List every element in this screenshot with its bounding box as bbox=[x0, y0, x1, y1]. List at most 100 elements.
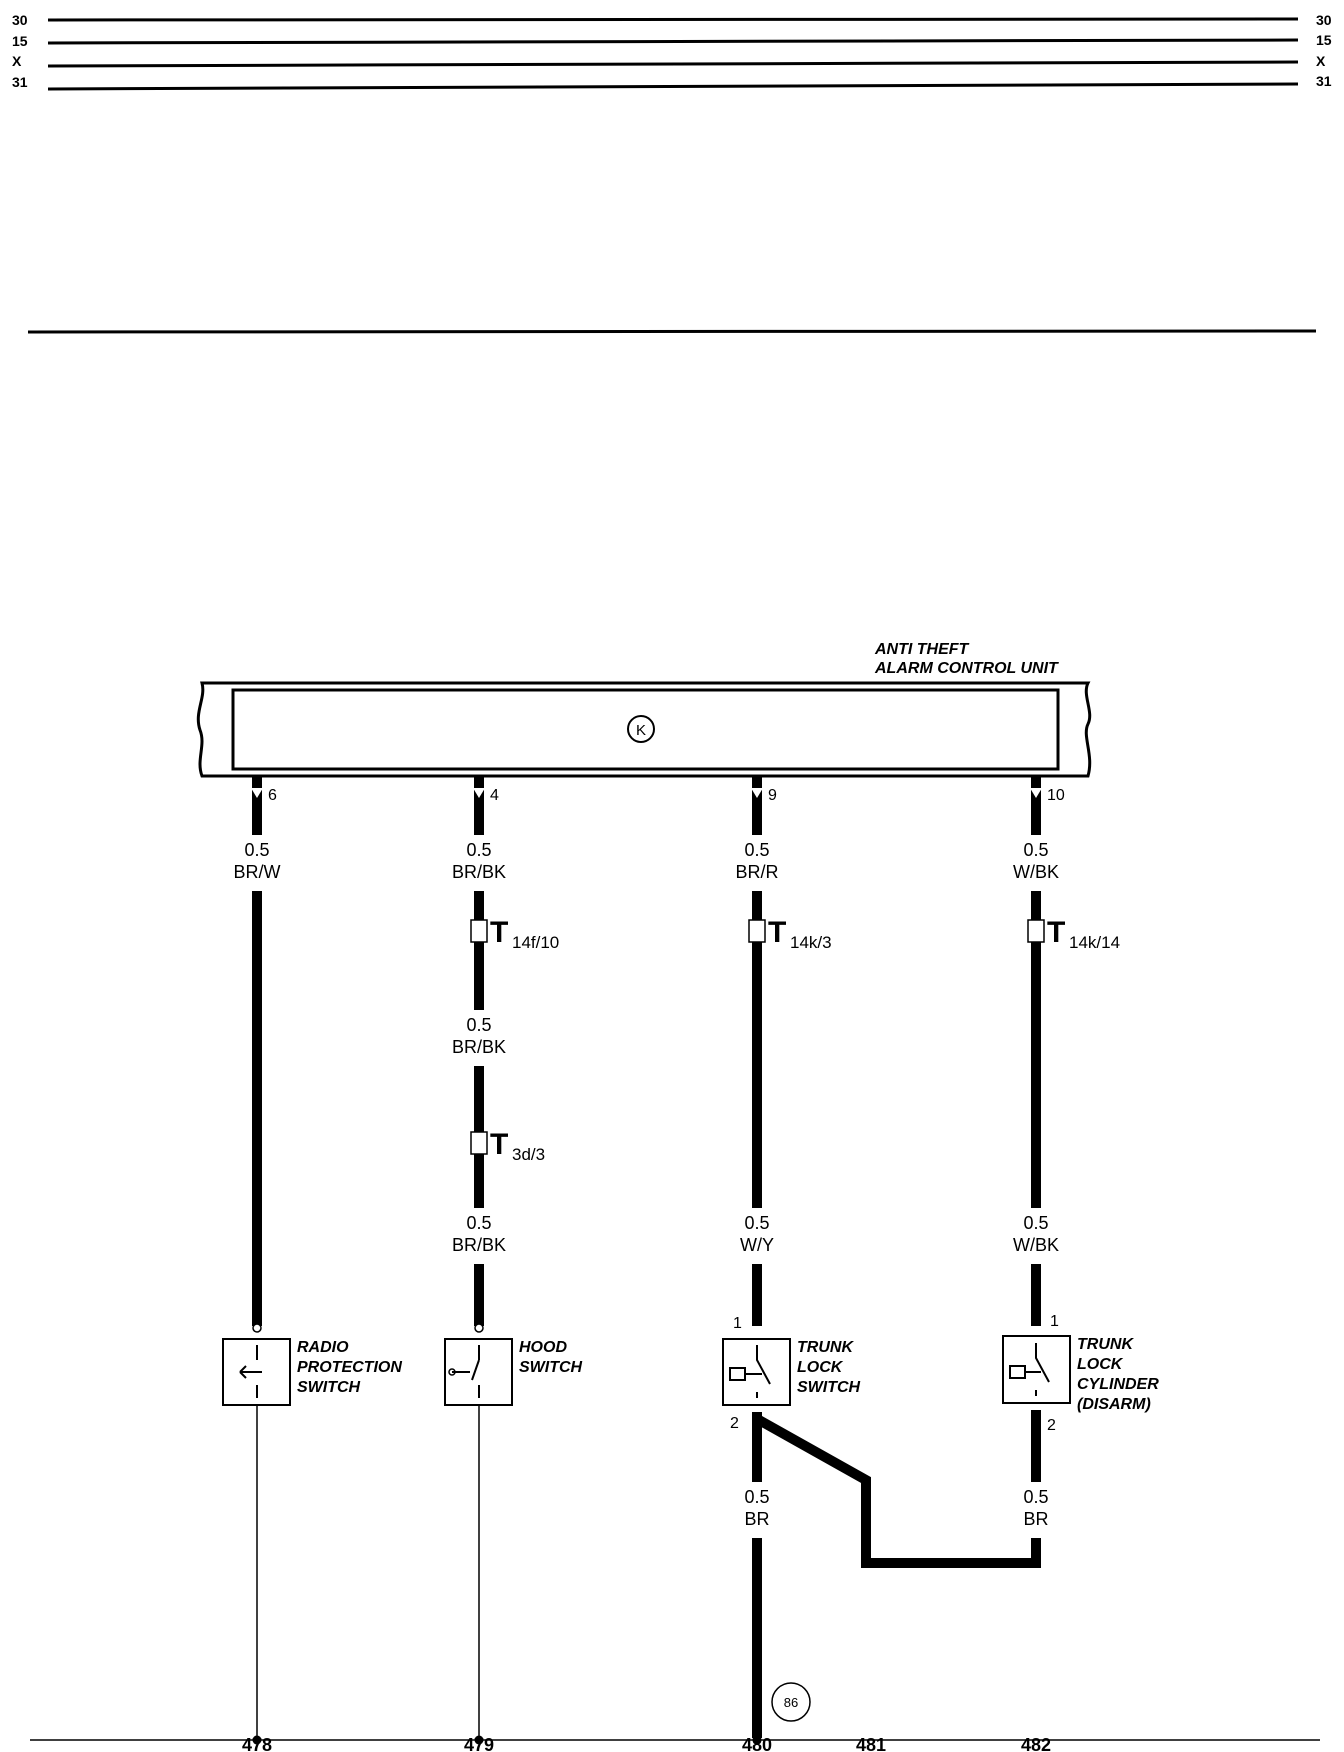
wire-color: BR/W bbox=[234, 862, 281, 882]
wire-col-1: 6 0.5 BR/W RADIO PROTECTION SWITCH bbox=[222, 776, 402, 1738]
label-gap bbox=[723, 1482, 793, 1538]
trunk-cylinder-label-3: CYLINDER bbox=[1077, 1376, 1159, 1393]
pin-arrow-icon bbox=[473, 788, 485, 798]
wire-color-1: BR/R bbox=[735, 862, 778, 882]
pin-arrow-icon bbox=[1030, 788, 1042, 798]
control-unit-title-2: ALARM CONTROL UNIT bbox=[874, 660, 1059, 677]
control-unit-k-symbol bbox=[627, 715, 655, 743]
section-divider bbox=[27, 329, 1317, 334]
rail-label-left-30: 30 bbox=[12, 12, 28, 28]
wire-col-2: 4 0.5 BR/BK T 14f/10 0.5 BR/BK T 3d/3 0.… bbox=[444, 776, 583, 1738]
pin-6: 6 bbox=[268, 787, 277, 804]
wire-size-2: 0.5 bbox=[1023, 1213, 1048, 1233]
connector-icon bbox=[470, 1131, 488, 1155]
label-gap bbox=[445, 1010, 515, 1066]
control-unit-inner-box bbox=[231, 688, 1060, 771]
trunk-cylinder-label-4: (DISARM) bbox=[1077, 1396, 1151, 1413]
rail-x bbox=[47, 60, 1299, 68]
pin-10: 10 bbox=[1047, 787, 1065, 804]
hood-label-2: SWITCH bbox=[519, 1359, 583, 1376]
trunk-switch-label-2: LOCK bbox=[797, 1359, 844, 1376]
wire-size-3: 0.5 bbox=[744, 1487, 769, 1507]
wire-size-2: 0.5 bbox=[744, 1213, 769, 1233]
wire-size-2: 0.5 bbox=[466, 1015, 491, 1035]
wire-col-3: 9 0.5 BR/R T 14k/3 0.5 W/Y 1 TRUNK LOCK … bbox=[722, 776, 861, 1738]
ref-479: 479 bbox=[464, 1735, 494, 1752]
connector-t-main: T bbox=[1047, 916, 1065, 949]
trunk-lock-switch-box bbox=[722, 1338, 791, 1406]
hood-label-1: HOOD bbox=[519, 1339, 567, 1356]
control-unit-housing bbox=[196, 681, 1092, 778]
rail-label-left-x: X bbox=[12, 53, 22, 69]
junction-dot bbox=[752, 1735, 762, 1745]
control-unit-title-1: ANTI THEFT bbox=[874, 641, 970, 658]
control-unit-k-letter: K bbox=[636, 722, 646, 739]
connector-t14k-3: 14k/3 bbox=[790, 933, 832, 952]
power-rails: 30 15 X 31 30 15 X 31 bbox=[12, 12, 1332, 91]
rail-15 bbox=[47, 38, 1299, 45]
trunk-cylinder-pin-1: 1 bbox=[1050, 1313, 1059, 1330]
rail-30 bbox=[47, 17, 1299, 22]
connector-t-main: T bbox=[490, 916, 508, 949]
switch-symbol-icon bbox=[452, 1345, 480, 1398]
radio-label-3: SWITCH bbox=[297, 1379, 361, 1396]
lock-cylinder-symbol-icon bbox=[1009, 1343, 1050, 1396]
wire-size: 0.5 bbox=[244, 840, 269, 860]
radio-label-1: RADIO bbox=[297, 1339, 349, 1356]
connector-t-main: T bbox=[490, 1128, 508, 1161]
connector-t3d-3: 3d/3 bbox=[512, 1145, 545, 1164]
trunk-cylinder-pin-2: 2 bbox=[1047, 1417, 1056, 1434]
wire-color-1: BR/BK bbox=[452, 862, 506, 882]
wire-color-1: W/BK bbox=[1013, 862, 1059, 882]
rail-31 bbox=[47, 82, 1299, 91]
wire-size-1: 0.5 bbox=[1023, 840, 1048, 860]
trunk-cylinder-label-1: TRUNK bbox=[1077, 1336, 1134, 1353]
switch-symbol-icon bbox=[239, 1345, 262, 1398]
label-gap bbox=[1002, 835, 1072, 891]
wire-size-1: 0.5 bbox=[466, 840, 491, 860]
trunk-switch-label-3: SWITCH bbox=[797, 1379, 861, 1396]
wire-color-2: W/BK bbox=[1013, 1235, 1059, 1255]
ref-480: 480 bbox=[742, 1735, 772, 1752]
label-gap bbox=[723, 835, 793, 891]
connector-t-main: T bbox=[768, 916, 786, 949]
label-gap bbox=[445, 1208, 515, 1264]
trunk-switch-label-1: TRUNK bbox=[797, 1339, 854, 1356]
pin-9: 9 bbox=[768, 787, 777, 804]
wire-size-3: 0.5 bbox=[466, 1213, 491, 1233]
wire-end bbox=[474, 1323, 484, 1333]
pin-4: 4 bbox=[490, 787, 499, 804]
switch-contact-icon bbox=[448, 1368, 456, 1376]
radio-label-2: PROTECTION bbox=[297, 1359, 402, 1376]
ground-point-circle bbox=[771, 1682, 811, 1722]
ground-point-number: 86 bbox=[784, 1695, 798, 1710]
ref-482: 482 bbox=[1021, 1735, 1051, 1752]
wire-color-3: BR bbox=[744, 1509, 769, 1529]
label-gap bbox=[1002, 1208, 1072, 1264]
rail-label-right-15: 15 bbox=[1316, 32, 1332, 48]
lock-switch-symbol-icon bbox=[729, 1345, 771, 1398]
trunk-switch-pin-2: 2 bbox=[730, 1415, 739, 1432]
trunk-cylinder-label-2: LOCK bbox=[1077, 1356, 1124, 1373]
trunk-switch-pin-1: 1 bbox=[733, 1315, 742, 1332]
wire-color-3: BR bbox=[1023, 1509, 1048, 1529]
rail-label-left-15: 15 bbox=[12, 33, 28, 49]
connector-t14k-14: 14k/14 bbox=[1069, 933, 1120, 952]
connector-icon bbox=[1027, 919, 1045, 943]
wire-size-1: 0.5 bbox=[744, 840, 769, 860]
ref-478: 478 bbox=[242, 1735, 272, 1752]
junction-dot bbox=[252, 1735, 262, 1745]
label-gap bbox=[1002, 1482, 1072, 1538]
rail-label-right-x: X bbox=[1316, 53, 1326, 69]
ref-481: 481 bbox=[856, 1735, 886, 1752]
wire-color-2: BR/BK bbox=[452, 1037, 506, 1057]
wire-br-link bbox=[756, 1415, 1041, 1568]
wire-size-3: 0.5 bbox=[1023, 1487, 1048, 1507]
pin-arrow-icon bbox=[751, 788, 763, 798]
anti-theft-control-unit: ANTI THEFT ALARM CONTROL UNIT K bbox=[196, 641, 1092, 778]
connector-icon bbox=[470, 919, 488, 943]
label-gap bbox=[445, 835, 515, 891]
label-gap bbox=[723, 1208, 793, 1264]
wire-col-4: 10 0.5 W/BK T 14k/14 0.5 W/BK 1 TRUNK LO… bbox=[1002, 776, 1159, 1563]
